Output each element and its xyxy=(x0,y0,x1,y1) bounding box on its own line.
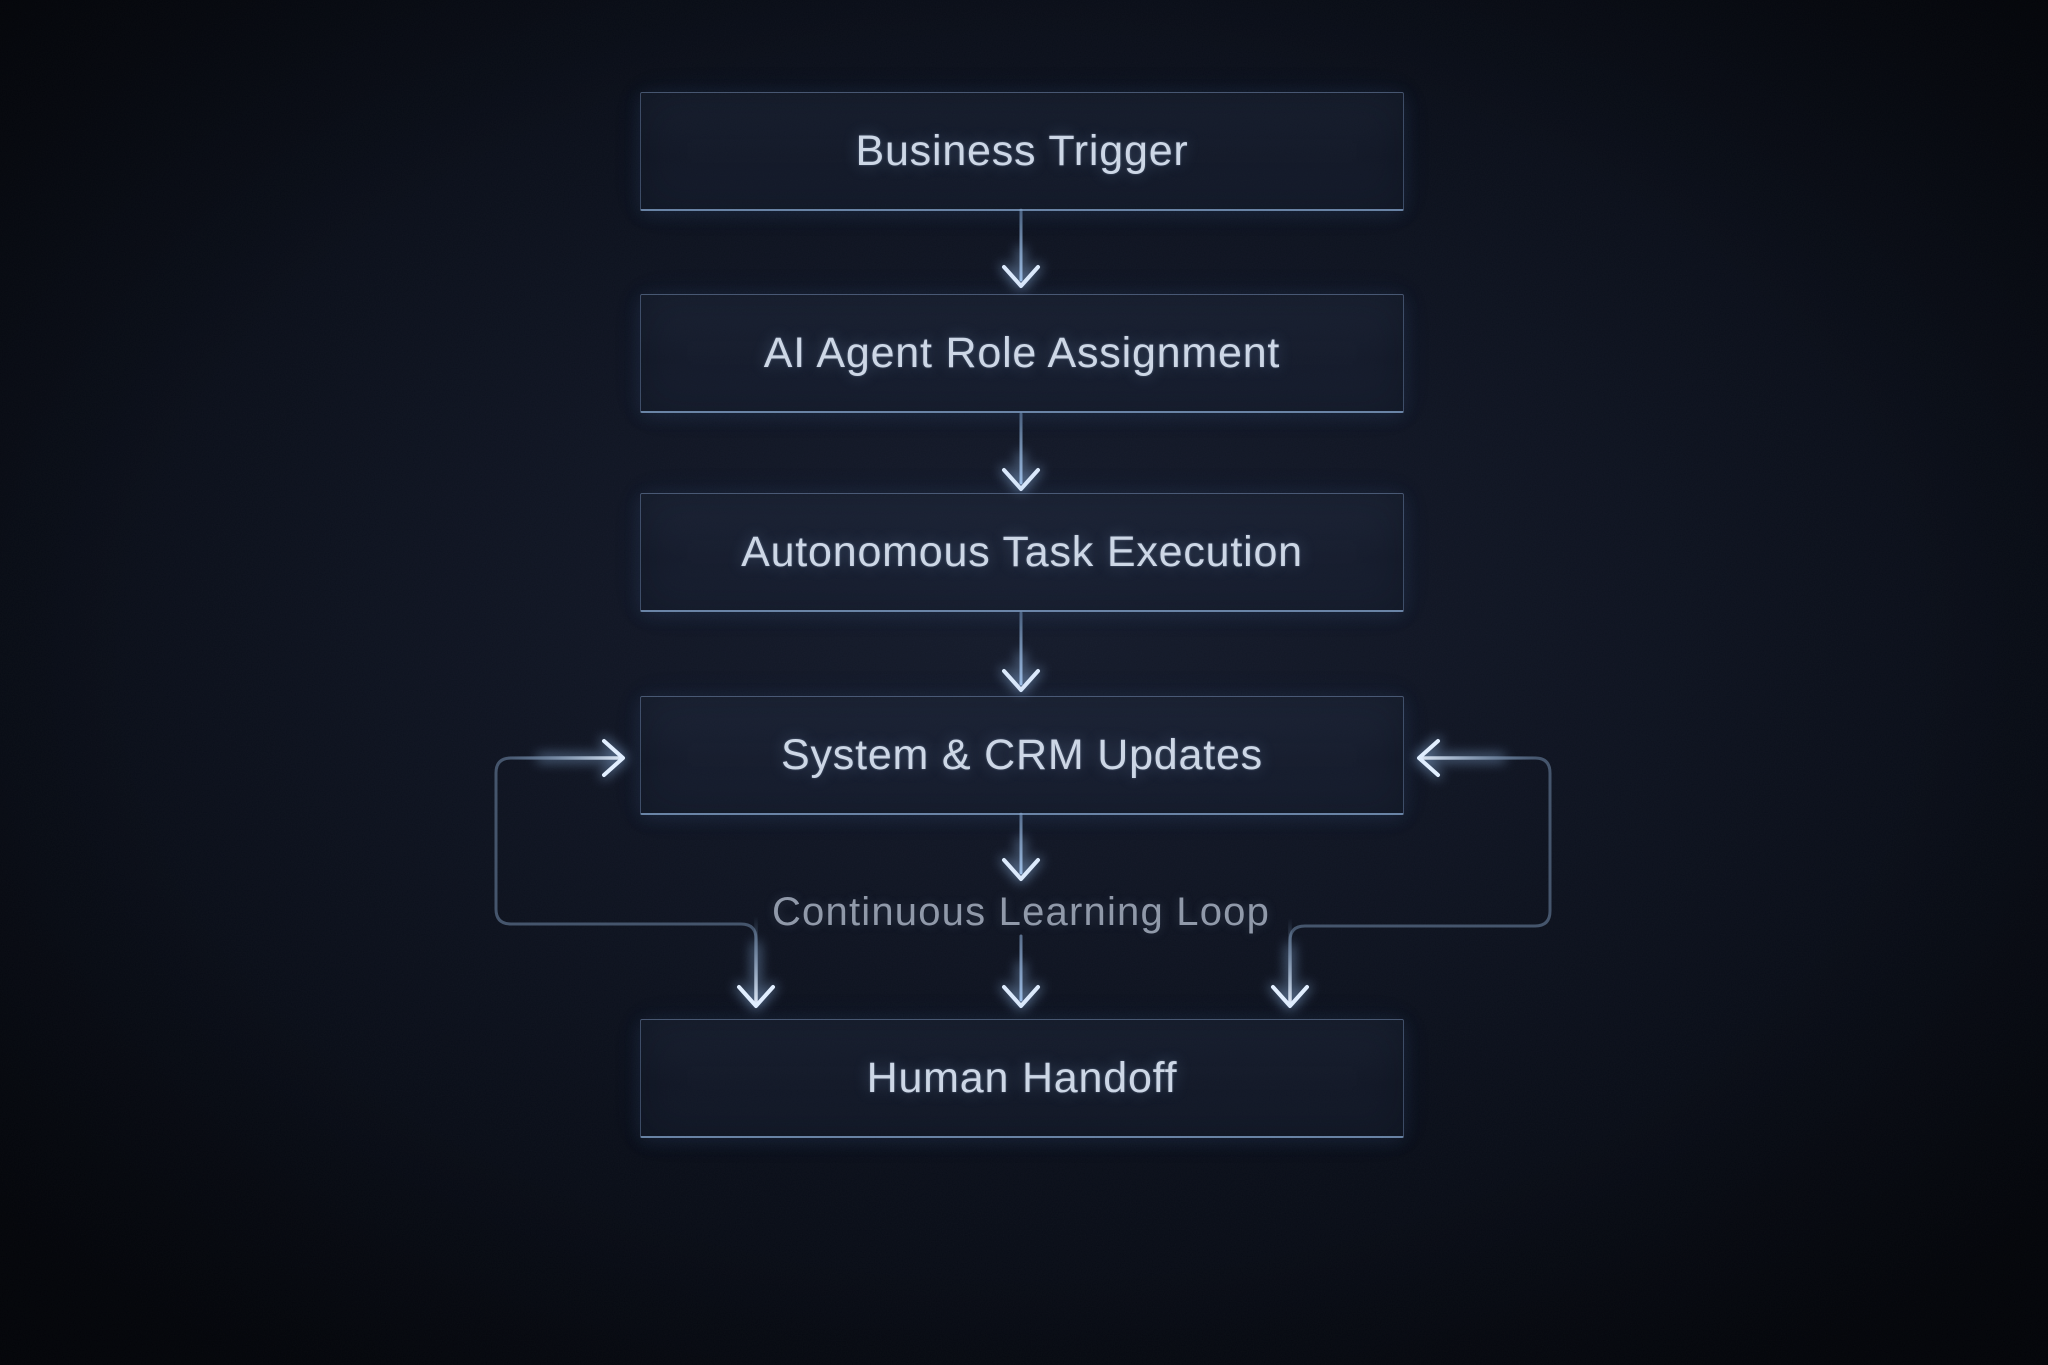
continuous-learning-loop-label: Continuous Learning Loop xyxy=(771,890,1271,934)
arrow-label-to-handoff-head xyxy=(1002,985,1040,1008)
arrow-business-to-role-head xyxy=(1002,265,1040,288)
node-human-handoff-label: Human Handoff xyxy=(866,1053,1178,1102)
loop-left-path xyxy=(494,756,758,1002)
loop-right-path xyxy=(1288,756,1552,1002)
node-human-handoff: Human Handoff xyxy=(640,1019,1404,1138)
node-ai-agent-role-assignment-label: AI Agent Role Assignment xyxy=(763,328,1281,377)
arrow-role-to-task-head xyxy=(1002,468,1040,491)
node-ai-agent-role-assignment: AI Agent Role Assignment xyxy=(640,294,1404,413)
node-system-crm-updates: System & CRM Updates xyxy=(640,696,1404,815)
node-autonomous-task-execution: Autonomous Task Execution xyxy=(640,493,1404,612)
arrow-updates-to-label-head xyxy=(1002,858,1040,881)
loop-left-into-updates-head xyxy=(602,739,625,777)
node-system-crm-updates-label: System & CRM Updates xyxy=(781,730,1263,779)
node-business-trigger: Business Trigger xyxy=(640,92,1404,211)
loop-right-into-updates-head xyxy=(1417,739,1440,777)
arrow-task-to-updates-head xyxy=(1002,669,1040,692)
node-business-trigger-label: Business Trigger xyxy=(855,126,1189,175)
loop-left-into-handoff-head xyxy=(737,985,775,1008)
loop-right-into-handoff-head xyxy=(1271,985,1309,1008)
node-autonomous-task-execution-label: Autonomous Task Execution xyxy=(741,527,1303,576)
